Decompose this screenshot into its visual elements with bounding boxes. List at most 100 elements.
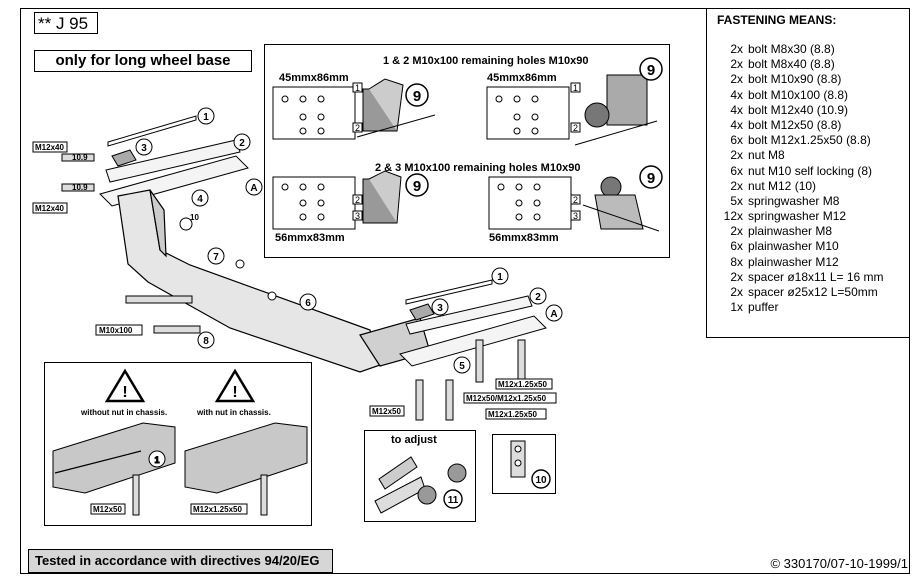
fastening-desc: bolt M12x50 (8.8) <box>748 117 842 132</box>
callout-2b: 2 <box>529 287 547 305</box>
label-m10x100: M10x100 <box>99 326 133 335</box>
fastening-qty: 5x <box>730 193 743 208</box>
fastening-desc: bolt M12x1.25x50 (8.8) <box>748 133 871 148</box>
svg-text:!: ! <box>122 384 127 401</box>
fastening-item: 5x springwasher M8 <box>707 194 911 209</box>
fastening-desc: puffer <box>748 300 779 315</box>
fastening-qty: 2x <box>730 148 743 163</box>
part-9-callout-c: 9 <box>405 173 429 197</box>
hole-ref-2b: 2 <box>573 123 578 133</box>
svg-text:1: 1 <box>203 112 209 123</box>
warning-text-right: with nut in chassis. <box>196 408 271 417</box>
label-m12x1-25x50-a: M12x1.25x50 <box>498 380 547 389</box>
wheelbase-note: only for long wheel base <box>34 50 252 72</box>
svg-text:1: 1 <box>154 455 159 465</box>
fastening-qty: 4x <box>730 117 743 132</box>
coupling-illustration-top-left <box>356 78 436 138</box>
svg-text:2: 2 <box>239 138 245 149</box>
fastening-desc: springwasher M8 <box>748 193 840 208</box>
callout-7: 7 <box>207 247 225 265</box>
svg-text:5: 5 <box>459 361 465 372</box>
fastening-desc: springwasher M12 <box>748 209 847 224</box>
fastening-qty: 2x <box>730 269 743 284</box>
hole-ref-2a: 2 <box>355 123 360 133</box>
dim-bottom-right: 56mmx83mm <box>489 232 559 244</box>
svg-text:3: 3 <box>437 303 443 314</box>
fastening-qty: 2x <box>730 224 743 239</box>
coupling-illustration-bottom-left <box>362 170 402 224</box>
fastening-title: FASTENING MEANS: <box>717 13 837 27</box>
fastening-qty: 8x <box>730 254 743 269</box>
coupling-illustration-bottom-right <box>582 176 660 232</box>
variant-note-2: 2 & 3 M10x100 remaining holes M10x90 <box>375 162 580 174</box>
hole-ref-3b: 3 <box>573 211 578 221</box>
label-m12x40-a: M12x40 <box>35 143 64 152</box>
svg-text:3: 3 <box>141 143 147 154</box>
approval-note: Tested in accordance with directives 94/… <box>28 549 333 573</box>
part-9-callout-a: 9 <box>405 83 429 107</box>
to-adjust-label: to adjust <box>391 434 437 446</box>
fastener-labels: M12x40 M12x40 10.9 10.9 10 M10x100 M12x1… <box>32 141 557 420</box>
dim-top-left: 45mmx86mm <box>279 72 349 84</box>
dim-bottom-left: 56mmx83mm <box>275 232 345 244</box>
callout-3b: 3 <box>431 298 449 316</box>
svg-text:A: A <box>250 183 257 194</box>
callout-11: 11 <box>448 495 459 506</box>
callout-A: A <box>245 178 263 196</box>
svg-text:7: 7 <box>213 252 219 263</box>
fastening-qty: 2x <box>730 42 743 56</box>
fastening-qty: 2x <box>730 72 743 87</box>
callout-Ab: A <box>545 304 563 322</box>
fastening-desc: bolt M10x100 (8.8) <box>748 87 849 102</box>
svg-text:4: 4 <box>197 194 203 205</box>
chassis-beam-left: 1 <box>52 422 176 516</box>
hole-ref-2c: 2 <box>355 195 360 205</box>
fastening-qty: 6x <box>730 239 743 254</box>
fastening-qty: 2x <box>730 178 743 193</box>
fastening-desc: bolt M10x90 (8.8) <box>748 72 842 87</box>
callout-6: 6 <box>299 293 317 311</box>
fastening-item: 8x plainwasher M12 <box>707 255 911 270</box>
coupling-illustration-top-right <box>574 74 658 146</box>
fastening-item: 6x plainwasher M10 <box>707 239 911 254</box>
adjust-detail-panel: to adjust 11 <box>364 430 476 522</box>
fastening-desc: plainwasher M8 <box>748 224 833 239</box>
fastening-desc: spacer ø25x12 L=50mm <box>748 285 878 299</box>
label-m12x1-25x50-b: M12x1.25x50 <box>488 410 537 419</box>
fastening-desc: bolt M12x40 (10.9) <box>748 102 849 117</box>
fastening-qty: 4x <box>730 87 743 102</box>
fastening-desc: plainwasher M10 <box>748 239 839 254</box>
svg-text:6: 6 <box>305 298 311 309</box>
copyright-line: © 330170/07-10-1999/1 <box>770 556 908 571</box>
fastening-desc: plainwasher M12 <box>748 254 839 269</box>
label-m12x40-b: M12x40 <box>35 204 64 213</box>
warning-icon-right: ! <box>214 368 256 403</box>
fastening-qty: 1x <box>730 300 743 315</box>
part-callouts: 1 2 3 4 A 7 6 8 1 2 3 A 5 <box>135 107 563 374</box>
puffer-detail-panel: 10 <box>492 434 556 494</box>
towball-variants-panel: 1 & 2 M10x100 remaining holes M10x90 2 &… <box>264 44 670 258</box>
callout-5: 5 <box>453 356 471 374</box>
chassis-warning-panel: ! ! without nut in chassis. with nut in … <box>44 362 312 526</box>
label-grade-a: 10.9 <box>72 153 88 162</box>
part-9-label-a: 9 <box>413 88 421 105</box>
fastening-item: 2x plainwasher M8 <box>707 224 911 239</box>
hole-ref-3a: 3 <box>355 211 360 221</box>
fastening-desc: nut M8 <box>748 148 785 163</box>
document-code: ** J 95 <box>34 12 98 34</box>
left-bracket-parts <box>99 115 249 207</box>
fastening-qty: 4x <box>730 102 743 117</box>
fastening-qty: 2x <box>730 57 743 72</box>
hole-ref-1b: 1 <box>573 83 578 93</box>
label-10: 10 <box>190 213 199 222</box>
fastening-qty: 12x <box>723 209 743 224</box>
